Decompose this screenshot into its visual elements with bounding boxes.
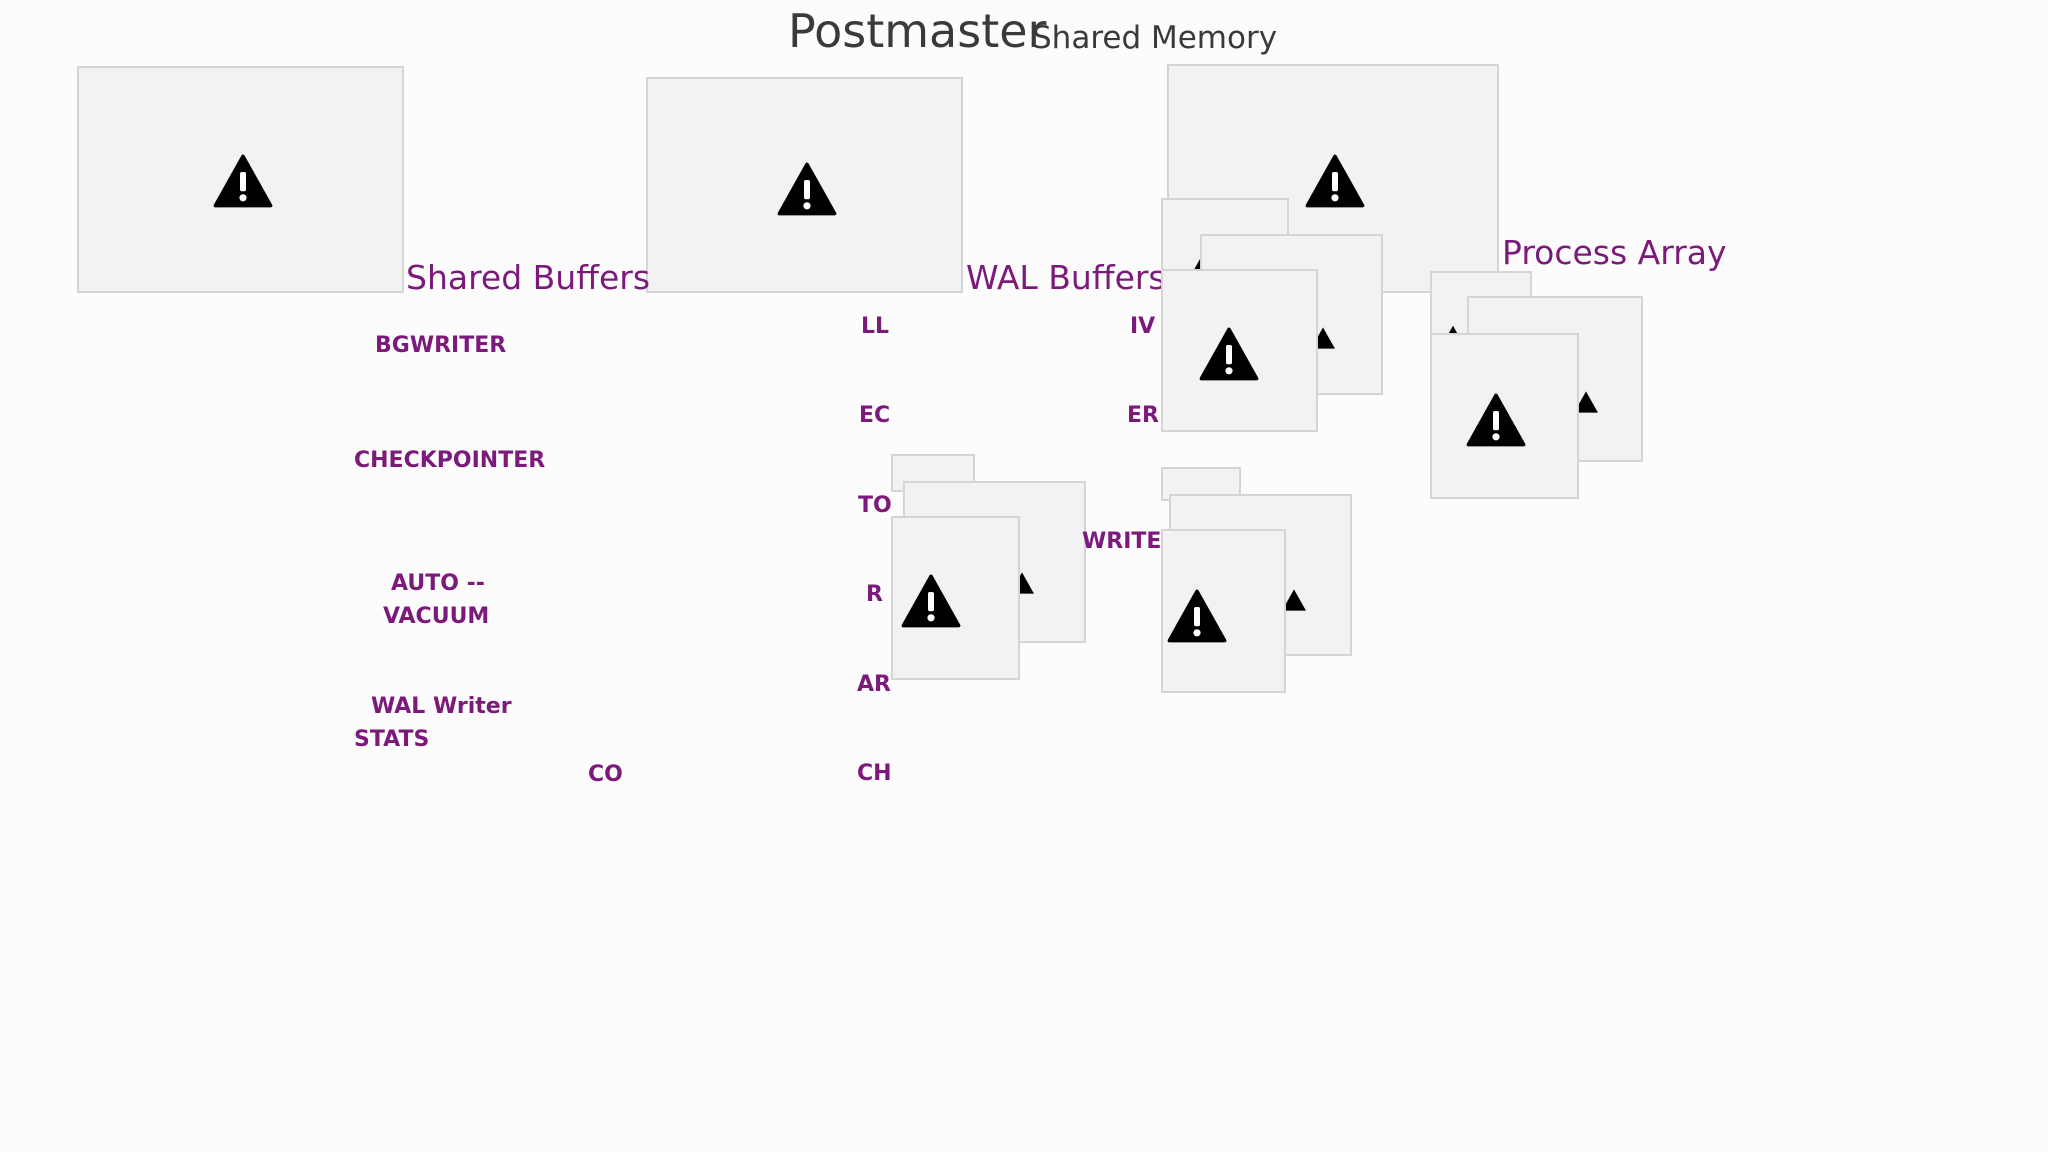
warning-triangle-icon [777, 162, 837, 216]
truncated-label: R [866, 582, 883, 607]
process-image-placeholder-front [1430, 333, 1579, 499]
wal-buffers-label: WAL Buffers [966, 258, 1166, 297]
process-image-placeholder-front [1161, 529, 1286, 693]
shared-buffers-image-placeholder [77, 66, 404, 293]
process-image-placeholder-front [891, 516, 1020, 680]
autovacuum-label-line2: VACUUM [383, 604, 490, 629]
warning-triangle-icon [213, 154, 273, 208]
wal-buffers-image-placeholder [646, 77, 963, 293]
stats-label: STATS [354, 727, 430, 752]
truncated-label: CH [857, 761, 892, 786]
process-image-placeholder-front [1161, 269, 1318, 432]
process-array-label: Process Array [1502, 233, 1727, 272]
wal-writer-label: WAL Writer [371, 694, 512, 719]
warning-triangle-icon [1305, 154, 1365, 208]
warning-triangle-icon [1574, 391, 1598, 413]
warning-triangle-icon [1466, 393, 1526, 447]
truncated-label: TO [858, 493, 892, 518]
page-title: Postmaster [788, 4, 1047, 58]
truncated-label: LL [861, 314, 890, 339]
warning-triangle-icon [1282, 589, 1306, 611]
truncated-label: IV [1130, 314, 1156, 339]
warning-triangle-icon [1167, 589, 1227, 643]
warning-triangle-icon [901, 574, 961, 628]
shared-buffers-label: Shared Buffers [406, 258, 651, 297]
co-label: CO [588, 762, 623, 787]
bgwriter-label: BGWRITER [375, 333, 507, 358]
page-subtitle: Shared Memory [1032, 20, 1278, 56]
autovacuum-label-line1: AUTO -- [391, 571, 485, 596]
truncated-label: ER [1127, 403, 1159, 428]
checkpointer-label: CHECKPOINTER [354, 448, 546, 473]
truncated-label: EC [859, 403, 891, 428]
truncated-label: AR [857, 672, 891, 697]
warning-triangle-icon [1199, 327, 1259, 381]
